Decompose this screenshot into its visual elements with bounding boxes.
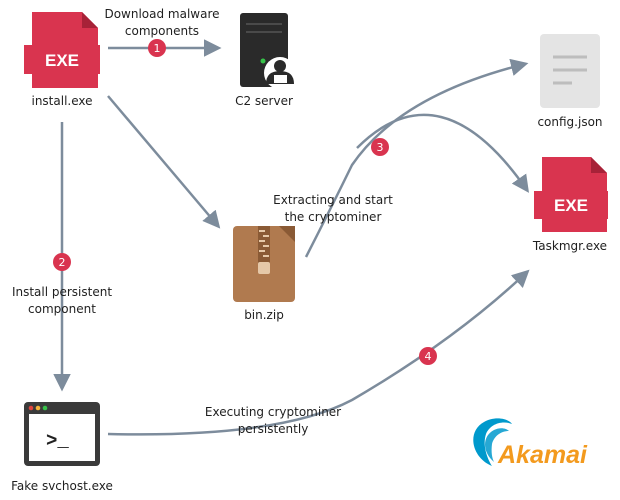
step-badge-3-number: 3 bbox=[377, 141, 384, 154]
c2-server-label: C2 server bbox=[235, 94, 293, 108]
hacker-icon bbox=[264, 57, 296, 89]
akamai-logo-wordmark: Akamai bbox=[497, 441, 588, 469]
arrow-install-to-binzip bbox=[107, 95, 221, 229]
install-exe-icon-text: EXE bbox=[45, 51, 79, 70]
step-4-label: Executing cryptominer persistently bbox=[188, 404, 358, 438]
step-1-label: Download malware components bbox=[90, 6, 234, 40]
step-4-label-line-2: persistently bbox=[237, 422, 309, 436]
terminal-prompt-text: >_ bbox=[46, 430, 69, 452]
step-badge-2-number: 2 bbox=[59, 256, 66, 269]
step-1-label-line-1: Download malware bbox=[104, 7, 220, 21]
arrow-binzip-to-config bbox=[304, 58, 529, 258]
step-badge-3: 3 bbox=[371, 138, 389, 156]
bin-zip-label: bin.zip bbox=[244, 308, 284, 322]
taskmgr-exe-icon-text: EXE bbox=[554, 196, 588, 215]
akamai-logo: Akamai bbox=[473, 418, 588, 469]
step-badge-1: 1 bbox=[148, 39, 166, 57]
step-badge-4: 4 bbox=[419, 347, 437, 365]
taskmgr-exe-icon[interactable]: EXE bbox=[534, 157, 608, 232]
zip-archive-icon[interactable] bbox=[233, 226, 295, 302]
install-exe-icon[interactable]: EXE bbox=[24, 12, 100, 88]
server-icon[interactable] bbox=[240, 13, 296, 89]
terminal-icon[interactable]: >_ bbox=[24, 402, 100, 466]
step-2-label-line-2: component bbox=[28, 302, 96, 316]
step-1-label-line-2: components bbox=[124, 24, 200, 38]
taskmgr-exe-label: Taskmgr.exe bbox=[532, 239, 608, 253]
arrow-svchost-to-taskmgr bbox=[107, 269, 530, 436]
step-3-label: Extracting and start the cryptominer bbox=[262, 192, 404, 226]
install-exe-label: install.exe bbox=[31, 94, 93, 108]
step-3-label-line-1: Extracting and start bbox=[273, 193, 393, 207]
step-2-label-line-1: Install persistent bbox=[11, 285, 113, 299]
step-3-label-line-2: the cryptominer bbox=[284, 210, 382, 224]
step-badge-4-number: 4 bbox=[425, 350, 432, 363]
step-badge-2: 2 bbox=[53, 253, 71, 271]
step-2-label: Install persistent component bbox=[2, 284, 122, 318]
config-json-label: config.json bbox=[537, 115, 603, 129]
fake-svchost-label: Fake svchost.exe bbox=[11, 479, 113, 493]
arrow-binzip-to-taskmgr bbox=[356, 113, 530, 193]
step-4-label-line-1: Executing cryptominer bbox=[204, 405, 342, 419]
step-badge-1-number: 1 bbox=[154, 42, 161, 55]
document-icon[interactable] bbox=[540, 34, 600, 108]
